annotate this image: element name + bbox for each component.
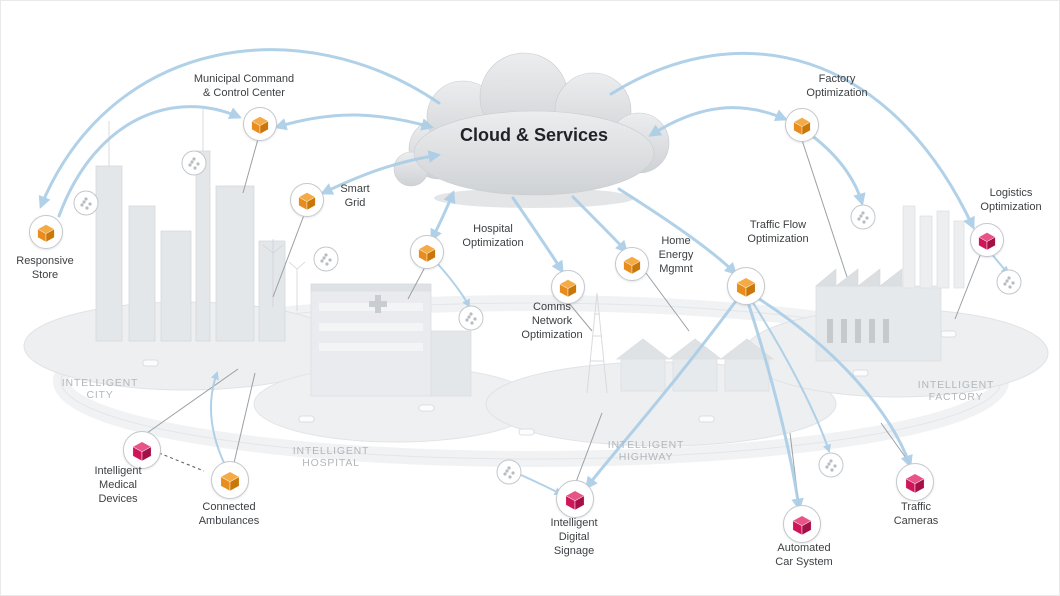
- smart-grid-label: Smart Grid: [340, 183, 370, 209]
- automated-car-system-label: Automated Car System: [775, 542, 833, 568]
- city-buildings-illustration: [95, 109, 306, 342]
- responsive-store-label: Responsive Store: [16, 255, 74, 281]
- area-label-intelligent-city: INTELLIGENT CITY: [61, 377, 139, 401]
- gateway-cube-icon: [793, 117, 811, 135]
- sensor-cluster-icon: [496, 459, 522, 485]
- logistics-optimization-node[interactable]: [970, 223, 1004, 257]
- hospital-optimization-node[interactable]: [410, 235, 444, 269]
- gateway-cube-icon: [298, 192, 316, 210]
- traffic-flow-optimization-node[interactable]: [727, 267, 765, 305]
- intelligent-medical-devices-label: Intelligent Medical Devices: [94, 465, 142, 505]
- factory-optimization-label: Factory Optimization: [806, 73, 868, 99]
- responsive-store-node[interactable]: [29, 215, 63, 249]
- sensor-cluster-icon: [850, 204, 876, 230]
- cloud-shape: [393, 52, 670, 208]
- sensor-cluster-icon: [313, 246, 339, 272]
- highway-illustration: [586, 292, 775, 394]
- comms-network-optimization-node[interactable]: [551, 270, 585, 304]
- intelligent-digital-signage-label: Intelligent Digital Signage: [550, 517, 598, 557]
- sensor-cluster-icon: [458, 305, 484, 331]
- sensor-cluster-icon: [996, 269, 1022, 295]
- gateway-cube-icon: [37, 224, 55, 242]
- traffic-cameras-node[interactable]: [896, 463, 934, 501]
- cloud-services-title: Cloud & Services: [459, 125, 609, 145]
- home-energy-mgmnt-label: Home Energy Mgmnt: [658, 235, 694, 275]
- intelligent-medical-devices-node[interactable]: [123, 431, 161, 469]
- gateway-cube-icon: [220, 471, 240, 491]
- intelligent-digital-signage-node[interactable]: [556, 480, 594, 518]
- sensor-cluster-icon: [73, 190, 99, 216]
- connector-lines: [146, 138, 982, 508]
- traffic-cameras-label: Traffic Cameras: [893, 501, 939, 527]
- gateway-cube-icon: [418, 244, 436, 262]
- factory-optimization-node[interactable]: [785, 108, 819, 142]
- device-cube-icon: [792, 515, 812, 535]
- device-cube-icon: [132, 441, 152, 461]
- municipal-command-node[interactable]: [243, 107, 277, 141]
- logistics-optimization-label: Logistics Optimization: [980, 187, 1042, 213]
- sensor-clusters: [73, 150, 1022, 485]
- area-label-intelligent-factory: INTELLIGENT FACTORY: [917, 379, 995, 403]
- connected-ambulances-label: Connected Ambulances: [198, 501, 260, 527]
- connection-arrows: [38, 48, 1010, 512]
- area-label-intelligent-hospital: INTELLIGENT HOSPITAL: [292, 445, 370, 469]
- municipal-command-label: Municipal Command & Control Center: [193, 73, 295, 99]
- automated-car-system-node[interactable]: [783, 505, 821, 543]
- comms-network-optimization-label: Comms Network Optimization: [521, 301, 583, 341]
- device-cube-icon: [978, 232, 996, 250]
- gateway-cube-icon: [251, 116, 269, 134]
- smart-grid-node[interactable]: [290, 183, 324, 217]
- gateway-cube-icon: [559, 279, 577, 297]
- device-cube-icon: [565, 490, 585, 510]
- traffic-flow-optimization-label: Traffic Flow Optimization: [747, 219, 809, 245]
- sensor-cluster-icon: [818, 452, 844, 478]
- hospital-building-illustration: [310, 283, 472, 397]
- area-label-intelligent-highway: INTELLIGENT HIGHWAY: [607, 439, 685, 463]
- factory-illustration: [815, 205, 965, 362]
- home-energy-mgmnt-node[interactable]: [615, 247, 649, 281]
- device-cube-icon: [905, 473, 925, 493]
- hospital-optimization-label: Hospital Optimization: [462, 223, 524, 249]
- sensor-cluster-icon: [181, 150, 207, 176]
- connected-ambulances-node[interactable]: [211, 461, 249, 499]
- gateway-cube-icon: [623, 256, 641, 274]
- cars-illustration: [142, 330, 957, 436]
- gateway-cube-icon: [736, 277, 756, 297]
